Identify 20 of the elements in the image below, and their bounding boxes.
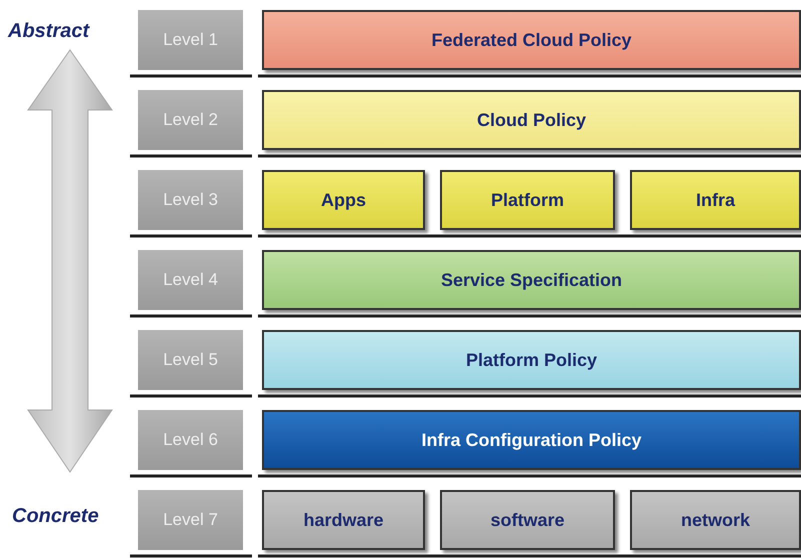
level-label: Level 5 (138, 330, 243, 390)
layer-box: Platform Policy (262, 330, 801, 390)
level-label: Level 2 (138, 90, 243, 150)
layer-box: Cloud Policy (262, 90, 801, 150)
level-label: Level 1 (138, 10, 243, 70)
level-label: Level 3 (138, 170, 243, 230)
layer-box: hardware (262, 490, 425, 550)
layer-box: Platform (440, 170, 615, 230)
layer-box: Federated Cloud Policy (262, 10, 801, 70)
scale-end-label: Concrete (12, 505, 99, 528)
scale-end-label: Abstract (8, 20, 90, 43)
level-label: Level 4 (138, 250, 243, 310)
layer-box: Infra (630, 170, 801, 230)
layer-box: software (440, 490, 615, 550)
level-label: Level 6 (138, 410, 243, 470)
layer-box: Service Specification (262, 250, 801, 310)
level-label: Level 7 (138, 490, 243, 550)
layer-box: Apps (262, 170, 425, 230)
layer-box: Infra Configuration Policy (262, 410, 801, 470)
layer-box: network (630, 490, 801, 550)
